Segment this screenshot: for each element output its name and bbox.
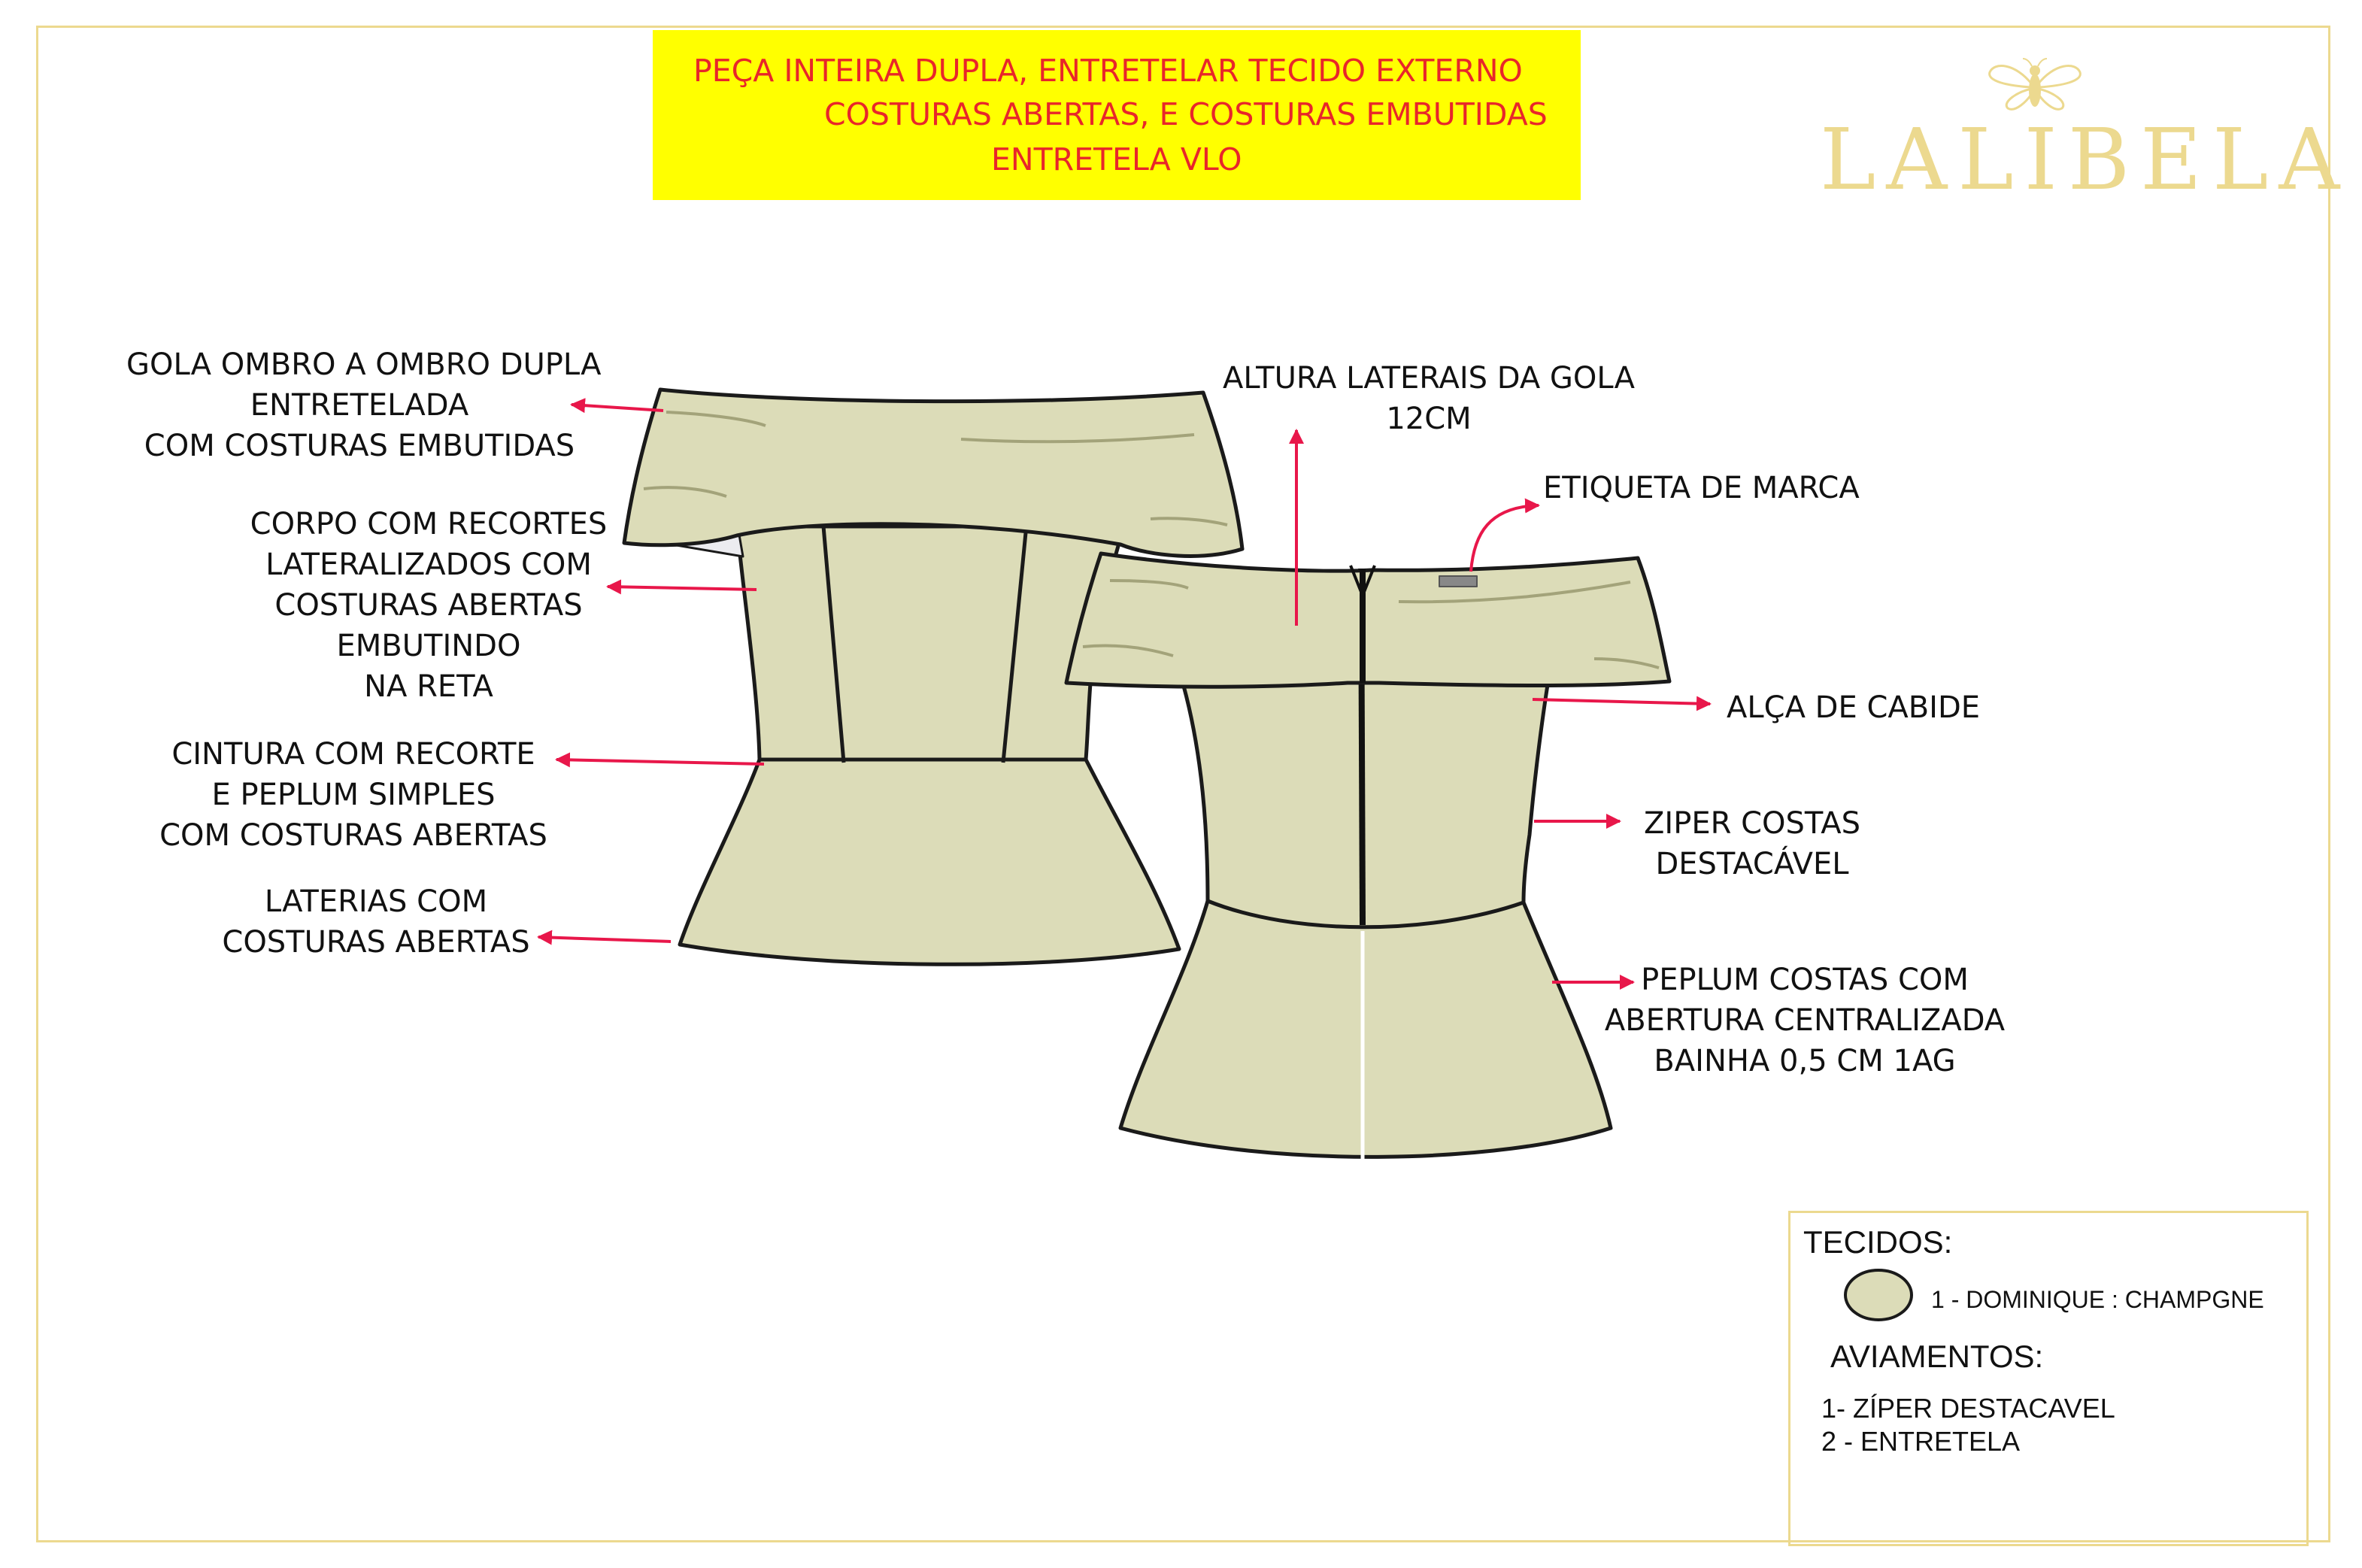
label-hanger-loop: ALÇA DE CABIDE [1727,687,1980,728]
label-line: ZIPER COSTAS [1644,806,1860,841]
label-line: DESTACÁVEL [1655,847,1849,881]
fabrics-title: TECIDOS: [1803,1224,1953,1260]
arrow-hanger-loop [1532,696,1712,711]
label-line: COM COSTURAS ABERTAS [159,818,547,853]
fabric-item: 1 - DOMINIQUE : CHAMPGNE [1931,1286,2264,1313]
label-line: COM COSTURAS EMBUTIDAS [144,429,575,463]
sheet-frame [36,26,2330,1542]
materials-legend [1788,1211,2309,1546]
label-collar-height: ALTURA LATERAIS DA GOLA 12CM [1203,358,1654,439]
label-zipper: ZIPER COSTAS DESTACÁVEL [1617,803,1887,884]
label-brand-tag: ETIQUETA DE MARCA [1543,468,1860,508]
label-line: EMBUTINDO [336,629,521,663]
fabric-swatch [1844,1269,1913,1321]
label-waist-front: CINTURA COM RECORTE E PEPLUM SIMPLES COM… [150,734,556,856]
arrow-bodice-front [606,579,757,595]
label-collar-front: GOLA OMBRO A OMBRO DUPLA ENTRETELADA COM… [126,344,602,466]
brand-logo: LALIBELA [1820,111,2351,209]
label-line: LATERIAS COM [264,884,488,919]
brand-tag [1439,575,1478,587]
banner-line-2: COSTURAS ABERTAS, E COSTURAS EMBUTIDAS [824,96,1548,132]
banner-line-1: PEÇA INTEIRA DUPLA, ENTRETELAR TECIDO EX… [693,53,1523,89]
front-view [622,387,1245,966]
label-line: PEPLUM COSTAS COM [1641,963,1969,997]
bee-icon [1988,58,2082,111]
label-line: CINTURA COM RECORTE [171,737,535,772]
label-line: COSTURAS ABERTAS [274,588,583,623]
label-line: 12CM [1386,402,1472,436]
notion-item-1: 1- ZÍPER DESTACAVEL [1821,1393,2115,1424]
notion-item-2: 2 - ENTRETELA [1821,1426,2021,1457]
label-line: E PEPLUM SIMPLES [211,778,496,812]
label-line: NA RETA [364,669,493,704]
arrow-collar-front [570,398,664,414]
back-view [1064,551,1672,1166]
callout-arrows [537,398,1712,990]
label-line: ETIQUETA DE MARCA [1543,471,1860,505]
front-bodice [735,524,1126,762]
front-collar [622,387,1245,558]
label-line: ABERTURA CENTRALIZADA [1604,1003,2006,1038]
arrow-sides-front [537,930,672,945]
label-line: GOLA OMBRO A OMBRO DUPLA [126,347,602,382]
arrow-waist-front [555,752,765,768]
instruction-banner: PEÇA INTEIRA DUPLA, ENTRETELAR TECIDO EX… [653,30,1581,200]
banner-line-3: ENTRETELA VLO [991,141,1242,177]
label-line: LATERALIZADOS COM [265,547,592,582]
notions-title: AVIAMENTOS: [1830,1339,2044,1374]
back-peplum [1118,899,1613,1159]
label-line: ALÇA DE CABIDE [1727,690,1981,725]
label-peplum-back: PEPLUM COSTAS COM ABERTURA CENTRALIZADA … [1602,960,2008,1081]
front-peplum [678,757,1181,966]
label-line: BAINHA 0,5 CM 1AG [1654,1044,1956,1078]
label-bodice-front: CORPO COM RECORTES LATERALIZADOS COM COS… [248,504,609,707]
back-collar [1064,551,1672,689]
arrow-brand-tag [1469,498,1540,572]
label-sides-front: LATERIAS COM COSTURAS ABERTAS [196,881,556,963]
label-line: ALTURA LATERAIS DA GOLA [1223,361,1635,396]
label-line: CORPO COM RECORTES [250,507,608,541]
label-line: ENTRETELADA [250,388,469,423]
label-line: COSTURAS ABERTAS [222,925,530,960]
